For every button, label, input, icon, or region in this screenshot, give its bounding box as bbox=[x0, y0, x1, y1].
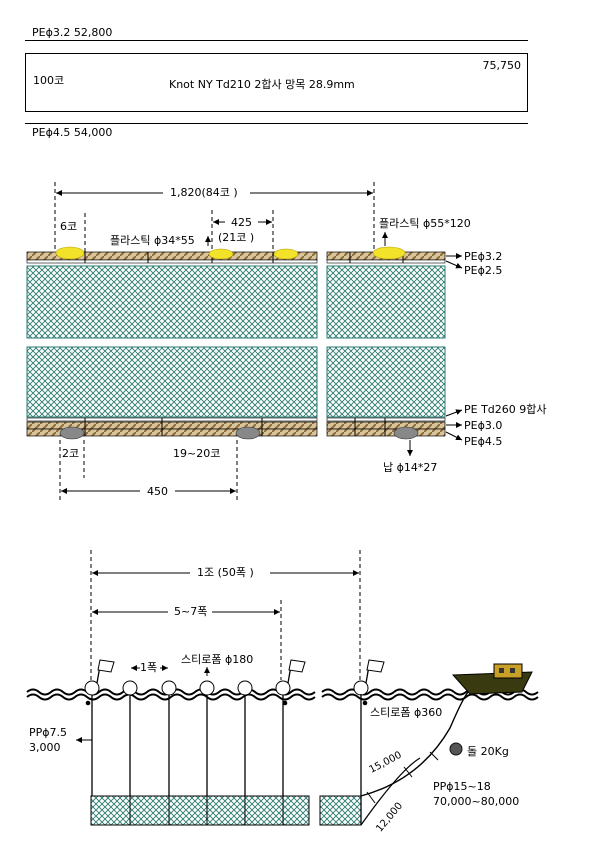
flag-icon bbox=[365, 659, 385, 684]
sinker-gap-label: 2코 bbox=[62, 447, 80, 460]
net-panel-right-lower bbox=[326, 346, 446, 418]
buoy-small-label: 스티로폼 ϕ180 bbox=[181, 653, 254, 666]
head-line-left bbox=[26, 259, 318, 264]
float-icon bbox=[55, 246, 85, 260]
float-icon bbox=[208, 248, 234, 260]
sinker-spacing-label: 450 bbox=[147, 485, 168, 498]
net-panel-left-upper bbox=[26, 265, 318, 339]
buoy-rope-length-label: 3,000 bbox=[29, 741, 61, 754]
bottom-rope-left-2 bbox=[26, 428, 318, 437]
tick bbox=[429, 751, 439, 761]
anchor-rope bbox=[360, 757, 421, 826]
box-value: 75,750 bbox=[482, 59, 522, 72]
bottom-net-dividers bbox=[129, 796, 284, 825]
spec-box: 100코 75,750 Knot NY Td210 2합사 망목 28.9mm bbox=[25, 53, 528, 112]
tick bbox=[366, 791, 376, 804]
buoy-rope-label: PPϕ7.5 bbox=[29, 726, 68, 739]
sea-surface-right-2 bbox=[321, 693, 539, 701]
buoy-large-label: 스티로폼 ϕ360 bbox=[370, 706, 443, 719]
box-spec: Knot NY Td210 2합사 망목 28.9mm bbox=[169, 78, 355, 91]
float-icon bbox=[273, 248, 299, 260]
sinker-between-label: 19~20코 bbox=[173, 447, 221, 460]
bottom-net-right bbox=[319, 795, 362, 826]
net-material-label: PE Td260 9합사 bbox=[464, 403, 547, 416]
divider-top bbox=[25, 40, 528, 41]
rope-spec-2: PEϕ4.5 54,000 bbox=[32, 126, 113, 139]
rope-ties bbox=[84, 252, 404, 263]
flag-icon bbox=[96, 659, 115, 684]
sinker-spec-label: 납 ϕ14*27 bbox=[383, 461, 438, 474]
rope-pointer-lines bbox=[445, 253, 463, 441]
sinker-icon bbox=[393, 426, 419, 440]
main-rope bbox=[360, 691, 469, 797]
rope-bottom-1-label: PEϕ3.0 bbox=[464, 419, 503, 432]
sinker-icon bbox=[235, 426, 261, 440]
anchor-label: 돌 20Kg bbox=[467, 745, 509, 758]
float-spacing-count-label: (21코 ) bbox=[218, 231, 255, 244]
box-count: 100코 bbox=[33, 74, 65, 87]
rope-top-2-label: PEϕ2.5 bbox=[464, 264, 503, 277]
foot-line-right bbox=[326, 417, 446, 422]
sub-length-label: 5~7폭 bbox=[174, 605, 208, 618]
bottom-rope-right bbox=[326, 421, 446, 430]
stone-icon bbox=[449, 742, 463, 756]
gap-small-label: 6코 bbox=[60, 220, 78, 233]
rope-top-1-label: PEϕ3.2 bbox=[464, 250, 503, 263]
flag-icon bbox=[287, 659, 306, 684]
one-panel-label: 1폭 bbox=[140, 661, 158, 674]
net-panel-left-lower bbox=[26, 346, 318, 418]
head-line-right bbox=[326, 259, 446, 264]
float-icon-large bbox=[372, 246, 406, 260]
bottom-rope-right-2 bbox=[326, 428, 446, 437]
main-rope-label: PPϕ15~18 bbox=[433, 780, 491, 793]
main-rope-length-label: 70,000~80,000 bbox=[433, 795, 520, 808]
bottom-net-left bbox=[90, 795, 310, 826]
float-large-label: 플라스틱 ϕ55*120 bbox=[379, 217, 471, 230]
sinker-icon bbox=[59, 426, 85, 440]
float-small-label: 플라스틱 ϕ34*55 bbox=[110, 234, 195, 247]
rope-bottom-2-label: PEϕ4.5 bbox=[464, 435, 503, 448]
tick bbox=[403, 766, 413, 778]
foot-line-left bbox=[26, 417, 318, 422]
span-total-label: 1,820(84코 ) bbox=[170, 186, 238, 199]
set-length-label: 1조 (50폭 ) bbox=[197, 566, 254, 579]
rope-spec-1: PEϕ3.2 52,800 bbox=[32, 26, 113, 39]
divider-bottom bbox=[25, 123, 528, 124]
sea-surface-left-2 bbox=[26, 693, 316, 701]
bottom-rope-ties bbox=[84, 418, 386, 436]
boat-icon bbox=[451, 663, 533, 695]
float-spacing-label: 425 bbox=[231, 216, 252, 229]
net-panel-right-upper bbox=[326, 265, 446, 339]
